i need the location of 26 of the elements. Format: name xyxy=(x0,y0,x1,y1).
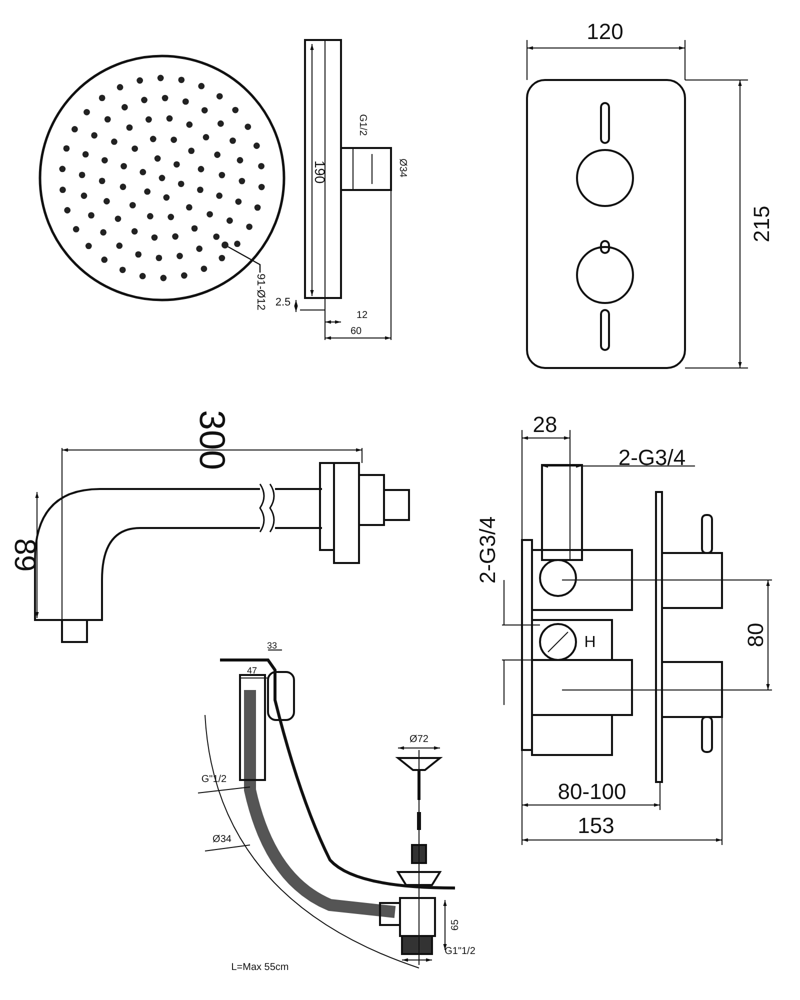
dimension-label: 2-G3/4 xyxy=(618,447,686,469)
dimension-label: 153 xyxy=(578,815,614,837)
dimension-label: G1/2 xyxy=(357,114,367,136)
dimension-label: 215 xyxy=(751,206,773,242)
dimension-label: G1"1/2 xyxy=(444,947,476,957)
dimension-label: 2-G3/4 xyxy=(477,516,499,584)
dimension-label: 33 xyxy=(267,642,277,650)
dimension-label: Ø34 xyxy=(212,835,232,845)
dimension-label: 80 xyxy=(745,622,767,648)
dimension-label: 300 xyxy=(194,410,230,470)
spray-hole xyxy=(222,242,228,248)
dimension-label: 28 xyxy=(532,414,558,436)
dimension-label: 120 xyxy=(586,21,624,43)
dimension-label: 2.5 xyxy=(275,298,291,308)
dimension-label: 60 xyxy=(350,327,362,337)
dimension-label: 80-100 xyxy=(558,781,626,803)
dimension-label: Ø34 xyxy=(397,158,407,178)
dimension-label: 65 xyxy=(451,919,461,931)
callout-label: 91-Ø12 xyxy=(254,274,266,310)
dimension-label: 12 xyxy=(356,311,368,321)
dimension-label: H xyxy=(584,635,596,651)
leader-line xyxy=(228,246,261,273)
dimension-label: 190 xyxy=(313,160,327,184)
dimension-label: Ø72 xyxy=(410,735,428,745)
dimension-label: 47 xyxy=(247,666,257,676)
dimension-label: L=Max 55cm xyxy=(231,963,289,973)
